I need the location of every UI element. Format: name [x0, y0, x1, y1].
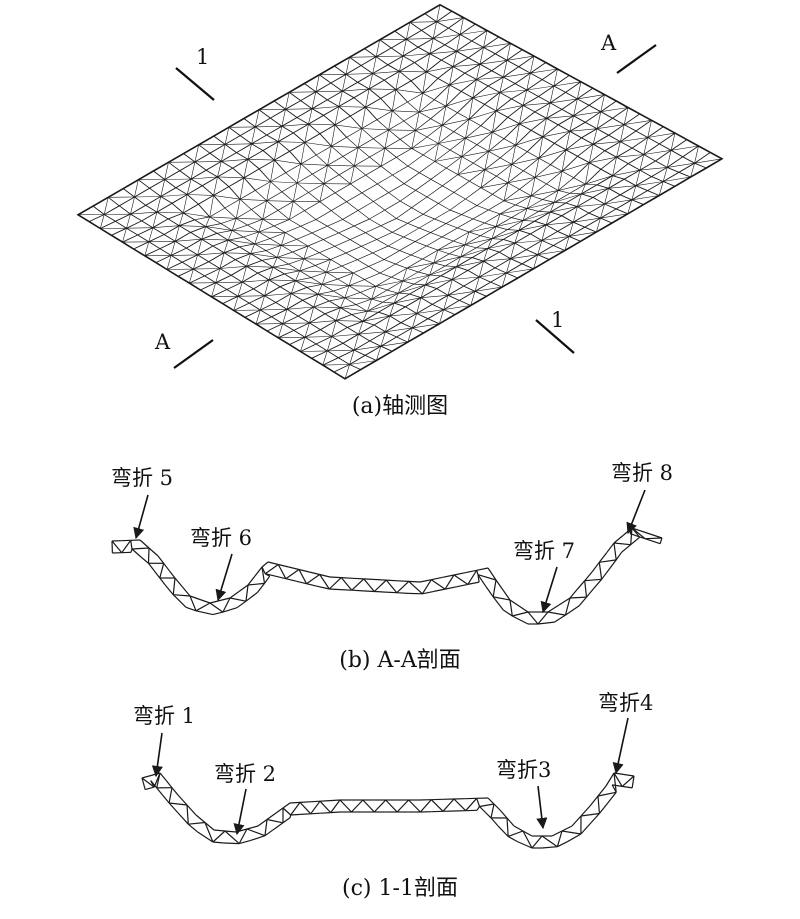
- section-11: 弯折 1 弯折 2 弯折3 弯折4 (c) 1-1剖面: [133, 691, 653, 901]
- bend-arrow-3: [536, 785, 548, 830]
- cut-label-a-bottom: A: [154, 330, 171, 354]
- bend-arrow-4: [612, 717, 629, 775]
- bend-arrow-6: [215, 553, 233, 602]
- bend-arrow-8: [626, 489, 646, 535]
- bend-arrow-2: [233, 788, 247, 836]
- section-cut-aa-bottom: [173, 339, 214, 369]
- bend-arrow-1: [151, 732, 163, 778]
- roof-lattice-mesh: [76, 3, 724, 380]
- axonometric-view: A A 1 1 (a)轴测图: [76, 3, 724, 419]
- cut-label-1-bottom: 1: [551, 308, 564, 332]
- section-cut-aa-top: [616, 44, 657, 74]
- bend-label-3: 弯折3: [496, 758, 551, 782]
- truss-section-11: [141, 772, 635, 849]
- cut-label-1-top: 1: [196, 45, 209, 69]
- cut-label-a-top: A: [600, 31, 617, 55]
- bend-label-5: 弯折 5: [111, 466, 173, 490]
- caption-11-section: (c) 1-1剖面: [342, 876, 458, 901]
- bend-label-4: 弯折4: [598, 691, 653, 715]
- bend-label-6: 弯折 6: [190, 526, 252, 550]
- caption-axonometric: (a)轴测图: [352, 394, 448, 419]
- truss-section-aa: [111, 527, 663, 625]
- bend-label-1: 弯折 1: [133, 704, 195, 728]
- bend-label-2: 弯折 2: [214, 762, 276, 786]
- bend-label-7: 弯折 7: [513, 539, 575, 563]
- section-cut-11-bottom: [535, 319, 575, 354]
- section-cut-11-top: [175, 67, 215, 101]
- bend-arrow-5: [133, 494, 149, 540]
- caption-aa-section: (b) A-A剖面: [339, 648, 460, 673]
- section-aa: 弯折 5 弯折 6 弯折 7 弯折 8 (b) A-A剖面: [111, 461, 673, 673]
- bend-label-8: 弯折 8: [611, 461, 673, 485]
- bend-arrow-7: [540, 566, 558, 614]
